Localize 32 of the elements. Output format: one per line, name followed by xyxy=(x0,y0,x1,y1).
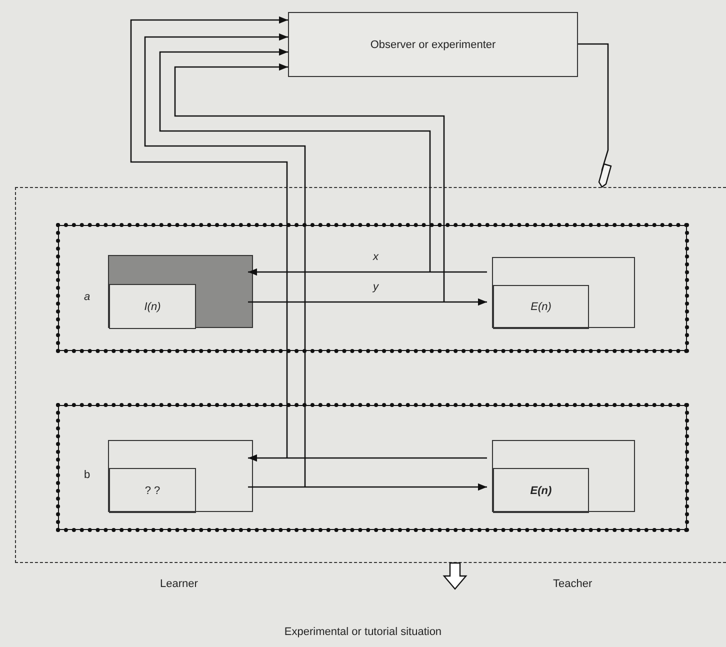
region-label: Teacher xyxy=(553,578,592,590)
teacher-box xyxy=(492,440,635,512)
node-label: ? ? xyxy=(144,484,160,496)
node-label: E(n) xyxy=(530,484,552,496)
arrow xyxy=(174,63,445,302)
node-label: I(n) xyxy=(144,300,161,312)
edge-label: y xyxy=(373,281,378,293)
state-box xyxy=(493,285,589,329)
arrow xyxy=(130,16,288,458)
arrow xyxy=(248,483,487,491)
arrow xyxy=(144,33,306,487)
caption: Experimental or tutorial situation xyxy=(283,626,443,638)
teacher-box xyxy=(492,257,635,328)
node-label: E(n) xyxy=(530,301,552,313)
learner-box xyxy=(108,440,253,512)
state-box xyxy=(109,468,196,513)
arrow xyxy=(248,268,487,276)
boundary-region xyxy=(15,187,726,563)
arrow xyxy=(248,454,487,462)
edge-label: x xyxy=(373,251,378,263)
region-label: Learner xyxy=(160,578,198,590)
arrow xyxy=(248,298,487,306)
state-box xyxy=(493,468,589,513)
process-box xyxy=(288,12,578,77)
learner-box xyxy=(108,255,253,328)
arrow xyxy=(159,48,431,272)
node-label: a xyxy=(84,291,90,303)
panel xyxy=(56,223,689,353)
state-box xyxy=(109,284,196,329)
panel xyxy=(56,403,689,532)
node-label: Observer or experimenter xyxy=(370,38,496,50)
node-label: b xyxy=(84,469,90,481)
